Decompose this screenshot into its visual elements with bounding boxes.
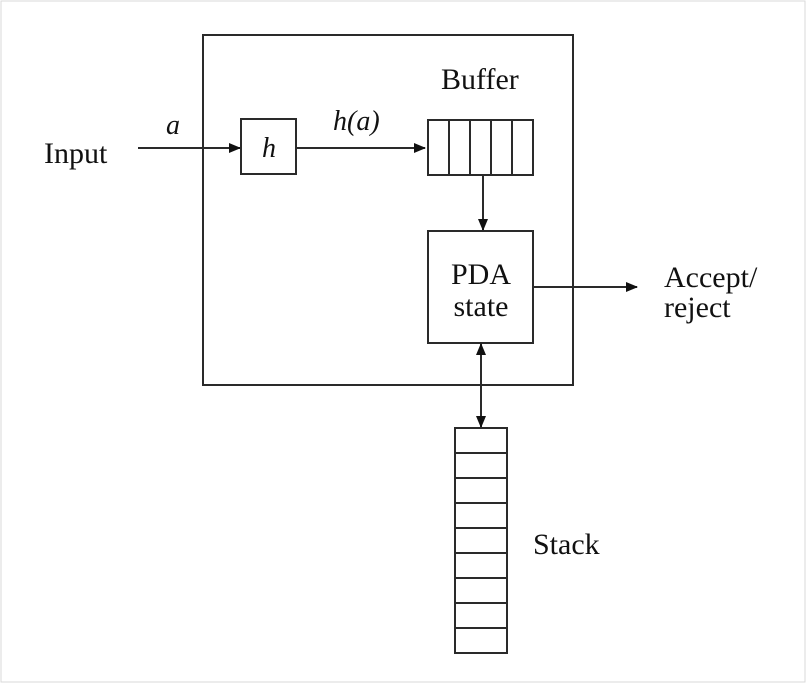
transducer-label: h	[262, 133, 276, 164]
buffer	[427, 119, 534, 176]
stack-cell	[454, 577, 508, 604]
transducer-box	[240, 118, 297, 175]
buffer-cell	[448, 119, 471, 176]
stack	[454, 427, 508, 654]
stack-cell	[454, 477, 508, 504]
output-label-line2: reject	[664, 291, 731, 324]
stack-cell	[454, 552, 508, 579]
buffer-cell	[490, 119, 513, 176]
buffer-label: Buffer	[441, 63, 519, 96]
input-label: Input	[44, 137, 108, 170]
transduced-symbol-label: h(a)	[333, 106, 380, 137]
pda-label-line2: state	[454, 290, 509, 323]
stack-cell	[454, 602, 508, 629]
pda-label-line1: PDA	[451, 258, 511, 291]
buffer-cell	[469, 119, 492, 176]
stack-cell	[454, 452, 508, 479]
output-label-line1: Accept/	[664, 261, 758, 294]
input-symbol-label: a	[166, 110, 180, 141]
buffer-cell	[511, 119, 534, 176]
stack-cell	[454, 502, 508, 529]
stack-cell	[454, 427, 508, 454]
stack-cell	[454, 627, 508, 654]
stack-cell	[454, 527, 508, 554]
stack-label: Stack	[533, 528, 600, 561]
buffer-cell	[427, 119, 450, 176]
